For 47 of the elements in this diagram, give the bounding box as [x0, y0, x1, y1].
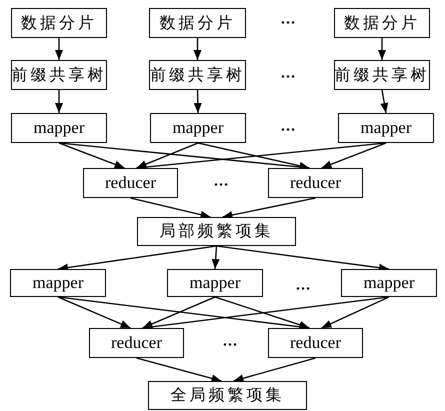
process-box: reducer — [268, 168, 363, 198]
arrow — [58, 245, 217, 272]
arrow — [136, 142, 198, 169]
process-box: reducer — [83, 168, 178, 198]
process-box: 前缀共享树 — [334, 60, 430, 90]
arrow — [130, 197, 211, 219]
arrow — [380, 90, 388, 114]
process-box: mapper — [338, 113, 434, 143]
arrow — [214, 296, 310, 329]
arrow — [142, 296, 216, 329]
process-box: 数据分片 — [149, 8, 246, 38]
process-box: reducer — [89, 328, 184, 358]
process-box: 数据分片 — [11, 8, 107, 38]
ellipsis-label: … — [280, 118, 296, 136]
arrow — [321, 142, 386, 169]
arrow — [222, 197, 316, 219]
process-box: mapper — [10, 269, 106, 297]
arrow — [58, 296, 131, 329]
process-box: 数据分片 — [334, 8, 430, 38]
ellipsis-label: … — [214, 174, 228, 190]
arrow — [321, 296, 390, 329]
arrow — [55, 38, 63, 60]
process-box: mapper — [150, 113, 246, 143]
process-box: reducer — [268, 328, 363, 358]
arrow — [198, 142, 310, 170]
arrow — [55, 90, 63, 113]
process-box: mapper — [341, 269, 437, 297]
ellipsis-label: … — [222, 334, 238, 350]
arrow — [233, 357, 316, 382]
arrow — [142, 296, 390, 331]
process-box: 前缀共享树 — [11, 60, 107, 90]
ellipsis-label: … — [296, 278, 310, 294]
process-box: 局部频繁项集 — [137, 217, 296, 246]
arrow — [194, 38, 202, 60]
arrow — [194, 90, 202, 114]
process-box: mapper — [167, 269, 263, 297]
process-box: 全局频繁项集 — [148, 381, 307, 410]
arrow — [136, 142, 386, 171]
ellipsis-label: … — [280, 66, 296, 82]
arrow — [136, 357, 222, 382]
ellipsis-label: … — [280, 12, 296, 28]
arrow — [216, 245, 390, 272]
process-box: mapper — [11, 113, 107, 143]
arrow — [58, 142, 125, 169]
arrow — [212, 246, 220, 270]
arrow — [378, 38, 386, 60]
process-box: 前缀共享树 — [149, 60, 246, 90]
